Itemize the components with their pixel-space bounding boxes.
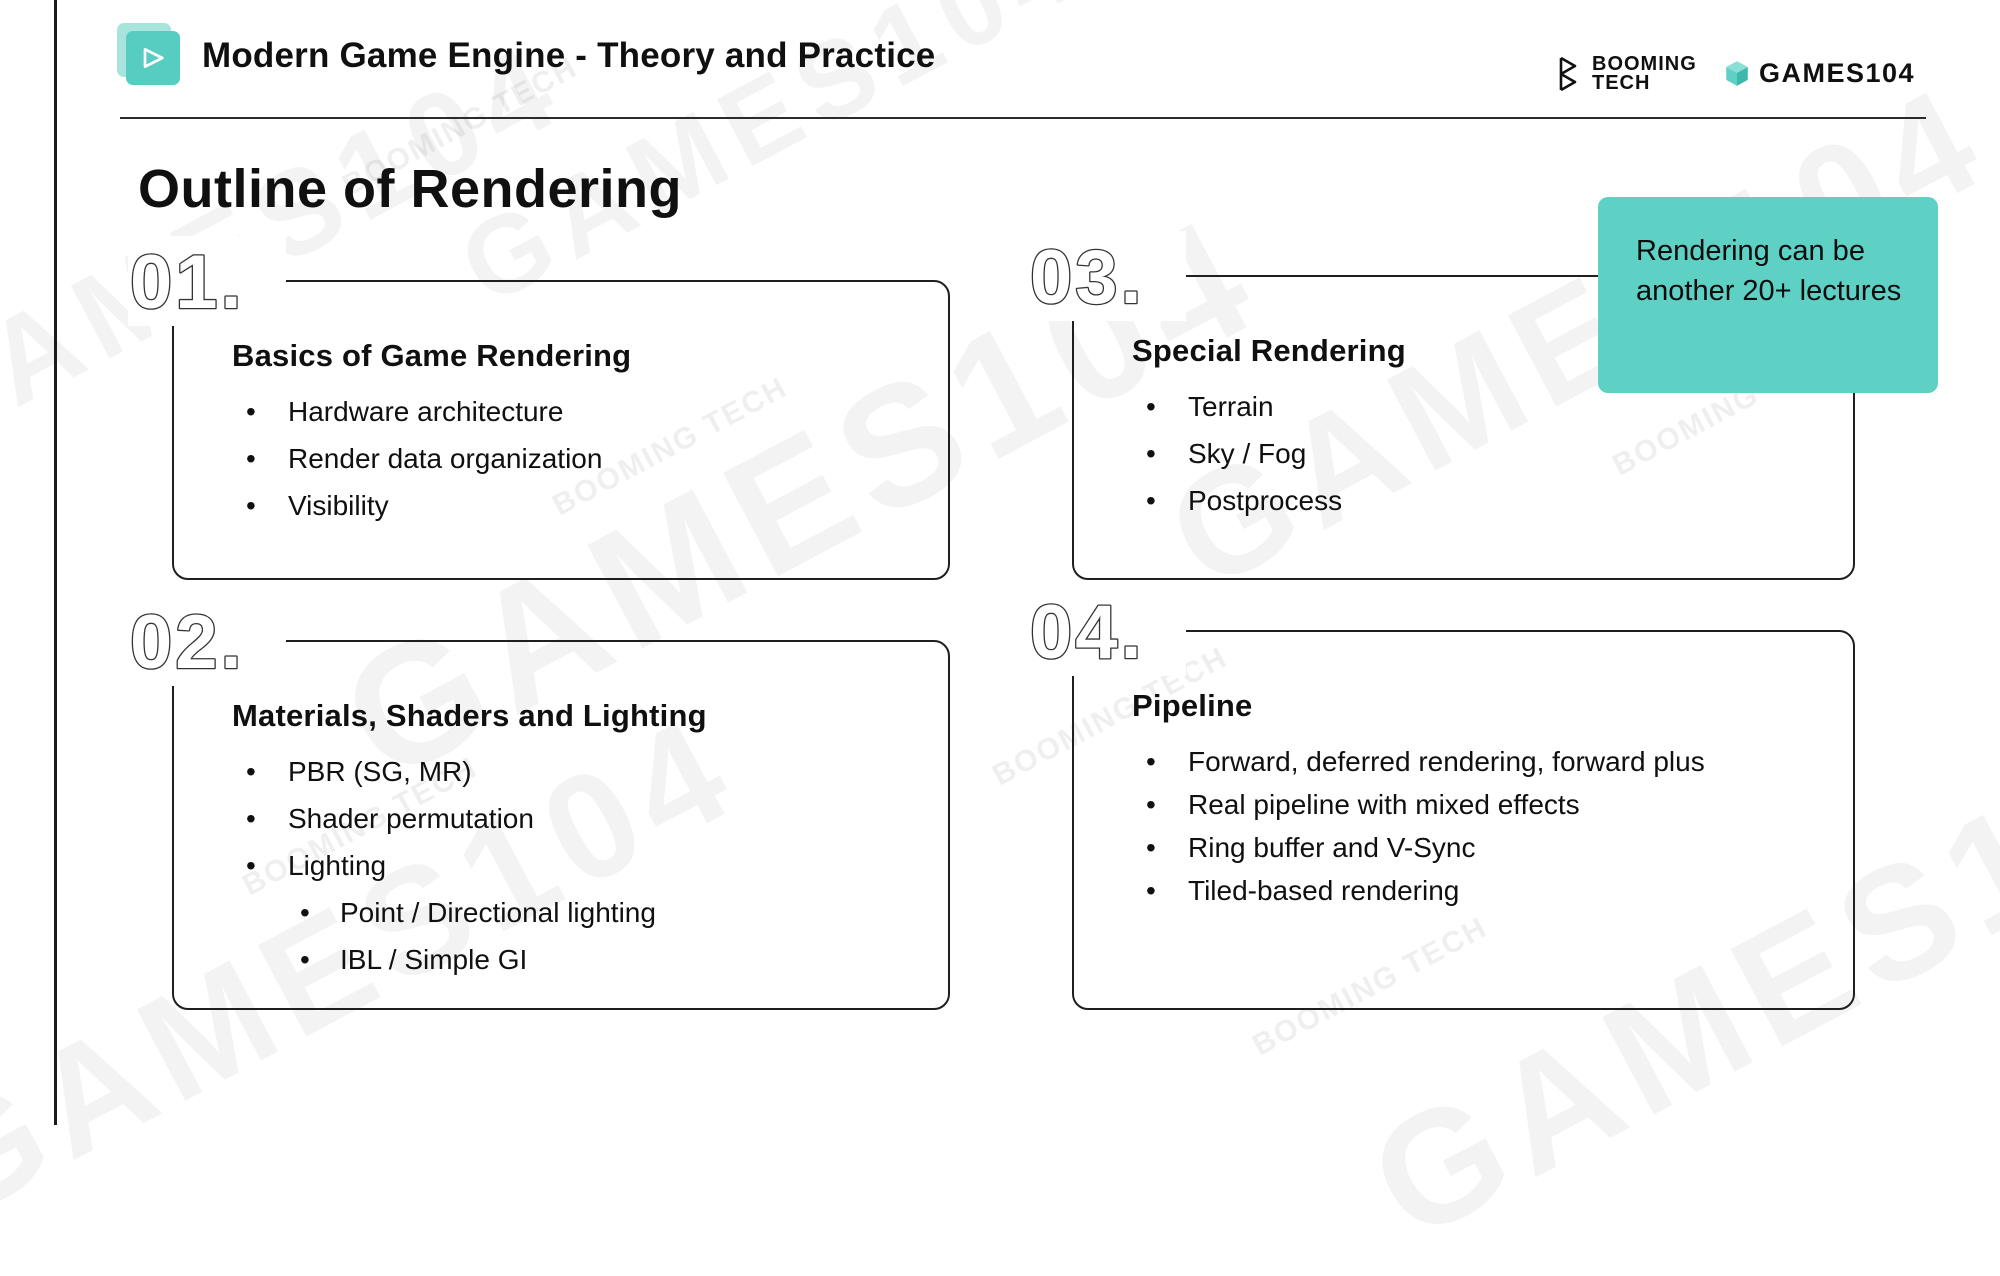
callout-text: Rendering can be another 20+ lectures — [1636, 235, 1902, 308]
page-title: Outline of Rendering — [138, 159, 682, 219]
bullet-item: Tiled-based rendering — [1132, 873, 1853, 908]
bullet-item: Sky / Fog — [1132, 436, 1853, 471]
bullet-item: Postprocess — [1132, 483, 1853, 518]
section-number-01: 01. — [128, 236, 286, 326]
games104-logo: GAMES104 — [1724, 58, 1915, 89]
sub-bullet-list: Point / Directional lighting IBL / Simpl… — [290, 895, 948, 977]
bullet-item: Terrain — [1132, 389, 1853, 424]
header-divider — [120, 117, 1926, 119]
bullet-list: Terrain Sky / Fog Postprocess — [1132, 389, 1853, 518]
bullet-item: Visibility — [232, 488, 948, 523]
section-number-02: 02. — [128, 596, 286, 686]
svg-text:01.: 01. — [130, 240, 245, 325]
sub-bullet-item: IBL / Simple GI — [290, 942, 948, 977]
bullet-item: Hardware architecture — [232, 394, 948, 429]
header-title: Modern Game Engine - Theory and Practice — [202, 36, 936, 75]
section-title: Materials, Shaders and Lighting — [232, 698, 707, 733]
booming-tech-logo: BOOMING TECH — [1552, 54, 1697, 94]
bullet-item: Real pipeline with mixed effects — [1132, 787, 1853, 822]
course-logo-icon — [126, 31, 180, 85]
section-number-04: 04. — [1028, 586, 1186, 676]
bullet-item: Render data organization — [232, 441, 948, 476]
games104-wordmark: GAMES104 — [1759, 58, 1916, 88]
bullet-item: PBR (SG, MR) — [232, 754, 948, 789]
section-card-pipeline: 04. Pipeline Forward, deferred rendering… — [1028, 586, 1855, 1010]
section-card-materials: 02. Materials, Shaders and Lighting PBR … — [128, 596, 950, 1010]
svg-text:02.: 02. — [130, 600, 245, 685]
left-border-line — [54, 0, 57, 1125]
booming-tech-wordmark: BOOMING TECH — [1592, 53, 1697, 94]
cube-icon — [1726, 60, 1748, 86]
svg-text:03.: 03. — [1030, 235, 1145, 320]
callout-note: Rendering can be another 20+ lectures — [1598, 197, 1938, 393]
bullet-item: Shader permutation — [232, 801, 948, 836]
section-card-basics: 01. Basics of Game Rendering Hardware ar… — [128, 236, 950, 580]
booming-line1: BOOMING — [1592, 53, 1697, 75]
section-title: Special Rendering — [1132, 333, 1406, 368]
section-number-03: 03. — [1028, 231, 1186, 321]
bullet-list: PBR (SG, MR) Shader permutation Lighting — [232, 754, 948, 883]
section-card-special-rendering: 03. Special Rendering Terrain Sky / Fog … — [1028, 231, 1855, 580]
booming-tech-glyph-icon — [1559, 56, 1577, 92]
sub-bullet-item: Point / Directional lighting — [290, 895, 948, 930]
play-triangle-icon — [143, 48, 164, 68]
booming-line2: TECH — [1592, 72, 1651, 94]
bullet-list: Forward, deferred rendering, forward plu… — [1132, 744, 1853, 908]
bullet-item: Forward, deferred rendering, forward plu… — [1132, 744, 1853, 779]
bullet-item: Lighting — [232, 848, 948, 883]
svg-text:04.: 04. — [1030, 590, 1145, 675]
section-title: Pipeline — [1132, 688, 1253, 723]
bullet-list: Hardware architecture Render data organi… — [232, 394, 948, 523]
section-title: Basics of Game Rendering — [232, 338, 632, 373]
bullet-item: Ring buffer and V-Sync — [1132, 830, 1853, 865]
